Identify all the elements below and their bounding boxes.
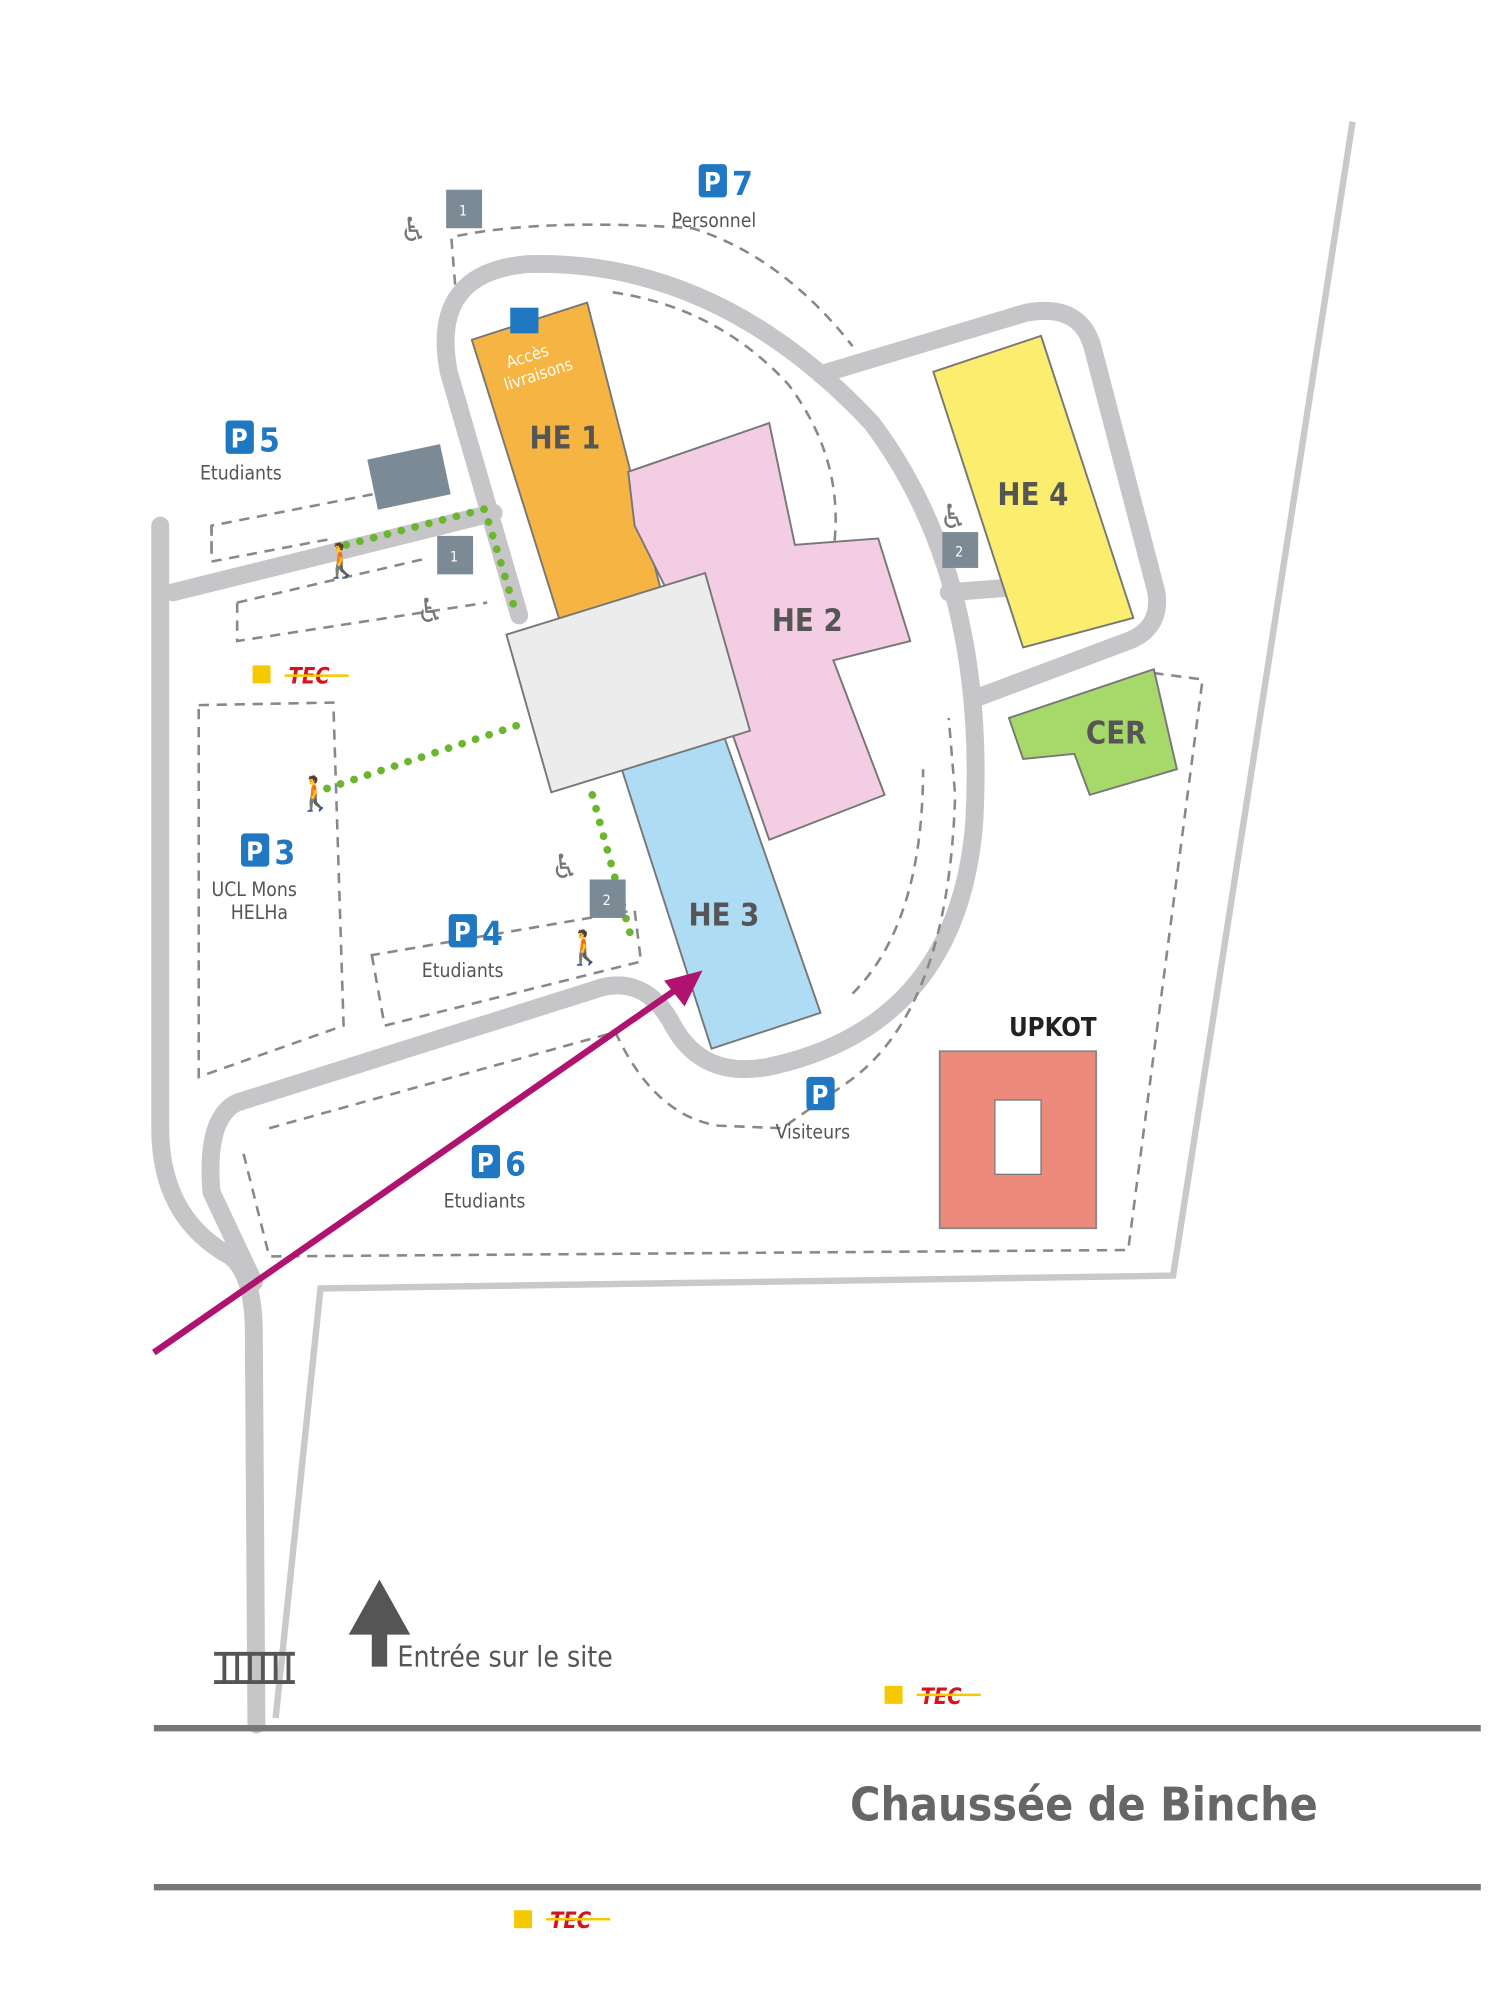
parking-p5: P 5 Etudiants [200, 420, 282, 484]
svg-text:2: 2 [603, 893, 611, 909]
shelter [367, 444, 451, 510]
svg-text:🚶: 🚶 [564, 928, 606, 967]
street-name: Chaussée de Binche [850, 1778, 1318, 1832]
svg-text:TEC: TEC [921, 1685, 963, 1710]
svg-text:TEC: TEC [550, 1909, 592, 1934]
svg-text:P: P [477, 1149, 494, 1179]
label-he1: HE 1 [529, 421, 600, 457]
bus-stop-tec: TEC [884, 1685, 981, 1710]
svg-text:UCL Mons: UCL Mons [212, 878, 297, 901]
svg-text:P: P [246, 837, 263, 867]
svg-text:UPKOT: UPKOT [1009, 1013, 1097, 1043]
gate-icon [214, 1651, 295, 1684]
building-he4 [932, 334, 1135, 649]
svg-text:🚶: 🚶 [295, 774, 337, 813]
walking-paths [323, 504, 635, 940]
entrance-arrow-icon [348, 1579, 411, 1667]
label-he4: HE 4 [997, 477, 1068, 513]
svg-text:6: 6 [505, 1145, 526, 1184]
building-central [505, 571, 752, 794]
site-boundary [272, 121, 1356, 1719]
accessible-spot-markers: 1 1 2 2 [437, 189, 979, 918]
svg-text:1: 1 [459, 203, 467, 219]
delivery-marker [510, 307, 539, 334]
svg-text:7: 7 [732, 164, 753, 203]
svg-text:♿: ♿ [400, 210, 427, 249]
entrance-label: Entrée sur le site [397, 1641, 612, 1674]
svg-text:🚶: 🚶 [321, 541, 363, 580]
svg-text:P: P [231, 424, 248, 454]
wheelchair-icons: ♿ ♿ ♿ ♿ [400, 210, 967, 886]
svg-text:Personnel: Personnel [672, 209, 756, 232]
highlight-arrow [152, 970, 703, 1356]
svg-text:5: 5 [259, 420, 280, 459]
parking-p4: P 4 Etudiants [422, 914, 504, 982]
svg-text:♿: ♿ [551, 847, 578, 886]
parking-p3: P 3 UCL Mons HELHa [212, 833, 297, 924]
svg-text:Etudiants: Etudiants [422, 959, 504, 982]
svg-text:4: 4 [482, 914, 503, 953]
svg-text:HELHa: HELHa [231, 901, 288, 924]
label-he3: HE 3 [688, 898, 759, 934]
label-he2: HE 2 [772, 603, 843, 639]
bus-stop-tec: TEC [252, 664, 349, 689]
bus-stop-tec: TEC [514, 1909, 611, 1934]
svg-text:P: P [812, 1081, 829, 1111]
buildings [367, 301, 1179, 1230]
svg-text:P: P [704, 168, 721, 198]
svg-text:♿: ♿ [940, 497, 967, 536]
upkot-logo: UPKOT [1009, 1013, 1097, 1043]
building-cer [1007, 667, 1179, 797]
svg-text:Visiteurs: Visiteurs [776, 1120, 851, 1143]
pedestrian-icons: 🚶 🚶 🚶 [295, 541, 606, 967]
svg-text:Etudiants: Etudiants [444, 1190, 526, 1213]
label-cer: CER [1086, 716, 1147, 752]
roads [151, 255, 1167, 1734]
svg-text:2: 2 [955, 544, 963, 560]
svg-text:♿: ♿ [417, 591, 444, 630]
svg-text:P: P [454, 918, 471, 948]
parking-p7: P 7 Personnel [672, 164, 756, 232]
svg-text:1: 1 [450, 550, 458, 566]
svg-text:Etudiants: Etudiants [200, 461, 282, 484]
parking-visitors: P Visiteurs [776, 1076, 851, 1143]
svg-text:3: 3 [274, 833, 295, 872]
parking-p6: P 6 Etudiants [444, 1145, 526, 1213]
parking-outlines [197, 223, 1205, 1258]
